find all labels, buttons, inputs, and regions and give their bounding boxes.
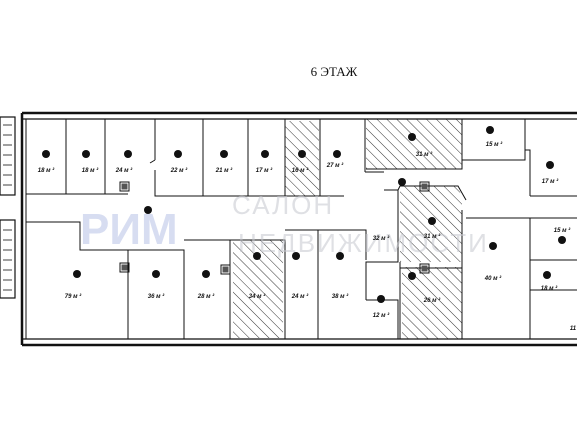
- room-label: 24 м ²: [115, 167, 133, 174]
- room-label: 12 м ²: [373, 312, 390, 319]
- room-markers: [42, 126, 566, 303]
- watermark-line1: САЛОН: [232, 190, 334, 220]
- room-label: 27 м ²: [326, 162, 344, 169]
- watermark-line2: НЕДВИЖИМОСТИ: [238, 228, 489, 258]
- shafts: [119, 181, 430, 275]
- room-label: 79 м ²: [65, 293, 82, 300]
- room-label: 22 м ²: [170, 167, 188, 174]
- room-label: 21 м ²: [215, 167, 233, 174]
- watermark-logo: РИМ: [80, 205, 178, 254]
- room-label: 15 м ²: [486, 141, 503, 148]
- room-label: 34 м ²: [249, 293, 266, 300]
- room-label: 24 м ²: [291, 293, 309, 300]
- room-label: 26 м ²: [423, 297, 441, 304]
- room-label: 16 м ²: [292, 167, 309, 174]
- watermark: РИМ САЛОН НЕДВИЖИМОСТИ: [80, 190, 489, 258]
- hatch-room-r7: [285, 121, 319, 196]
- room-label: 40 м ²: [484, 275, 502, 282]
- room-label: 31 м ²: [424, 233, 441, 240]
- room-label: 15 м ²: [554, 227, 571, 234]
- room-label: 18 м ²: [82, 167, 99, 174]
- room-label: 32 м ²: [373, 235, 390, 242]
- room-labels: 18 м ² 18 м ² 24 м ² 22 м ² 21 м ² 17 м …: [38, 141, 577, 332]
- floor-title: 6 ЭТАЖ: [311, 64, 358, 79]
- hatch-room-r9: [366, 119, 462, 169]
- room-label: 17 м ²: [542, 178, 559, 185]
- room-label: 38 м ²: [332, 293, 349, 300]
- room-label: 18 м ²: [541, 285, 558, 292]
- room-label: 31 м ²: [416, 151, 433, 158]
- room-label: 11: [570, 326, 577, 332]
- room-label: 17 м ²: [256, 167, 273, 174]
- room-label: 36 м ²: [148, 293, 165, 300]
- walls: [0, 111, 577, 347]
- room-label: 28 м ²: [197, 293, 215, 300]
- room-label: 18 м ²: [38, 167, 55, 174]
